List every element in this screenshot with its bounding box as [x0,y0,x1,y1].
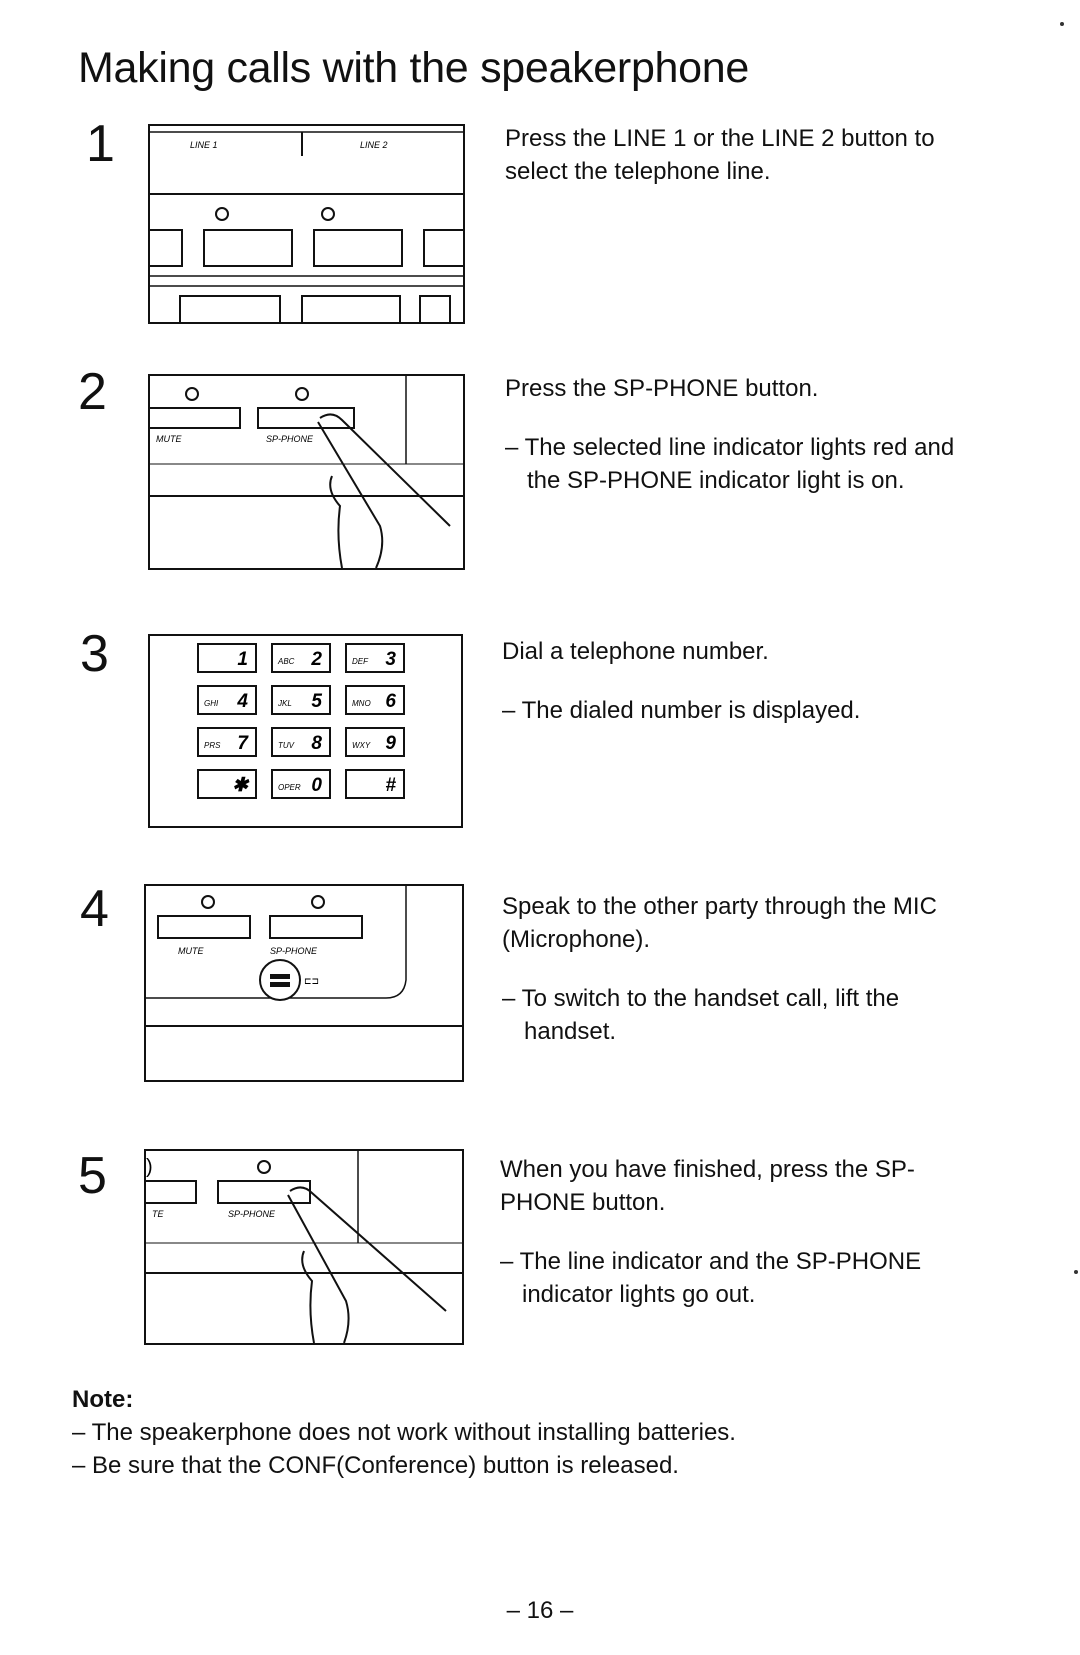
step-5-text: When you have finished, press the SP-PHO… [500,1153,990,1311]
step-2-illustration: MUTE SP-PHONE [148,374,465,570]
line-2-button [313,229,403,267]
mute-button-label: MUTE [156,434,182,444]
keypad-key-digit: 4 [236,691,248,712]
keypad-key-1: 1 [197,643,257,673]
keypad-key-5: JKL 5 [271,685,331,715]
line-1-tab-label: LINE 1 [190,140,218,150]
step-3-instruction: Dial a telephone number. [502,638,769,665]
step-2-note: – The selected line indicator lights red… [505,434,955,494]
step-3-text: Dial a telephone number. – The dialed nu… [502,635,972,727]
keypad-key-letters: WXY [352,741,371,750]
keypad-key-digit: 8 [311,733,322,754]
keypad-key-letters: GHI [204,699,219,708]
sp-phone-indicator [311,895,325,909]
step-4-number: 4 [80,880,109,938]
mute-indicator [185,387,199,401]
keypad-key-10: ✱ [197,769,257,799]
keypad-key-9: WXY 9 [345,727,405,757]
svg-text:⊏⊐: ⊏⊐ [304,976,319,986]
line-2-indicator [321,207,335,221]
keypad-key-letters: JKL [277,699,292,708]
scan-speck [1060,22,1064,26]
step-2-text: Press the SP-PHONE button. – The selecte… [505,372,975,497]
keypad-key-digit: 1 [237,649,248,670]
mute-button [146,1180,197,1204]
note-heading: Note: [72,1386,134,1413]
sp-phone-indicator [295,387,309,401]
keypad-key-11: OPER 0 [271,769,331,799]
keypad-key-3: DEF 3 [345,643,405,673]
step-5-number: 5 [78,1147,107,1205]
keypad-key-letters: TUV [278,741,295,750]
keypad-key-digit: 6 [385,691,396,712]
step-5-instruction: When you have finished, press the SP-PHO… [500,1156,915,1216]
step-5-illustration: ) TE SP-PHONE [144,1149,464,1345]
sp-phone-button [217,1180,311,1204]
keypad-key-4: GHI 4 [197,685,257,715]
mute-indicator [201,895,215,909]
step-4-note: – To switch to the handset call, lift th… [502,985,900,1045]
keypad-key-8: TUV 8 [271,727,331,757]
step-3-number: 3 [80,625,109,683]
step-4-text: Speak to the other party through the MIC… [502,890,982,1048]
mute-button [150,407,241,429]
keypad-key-12: # [345,769,405,799]
note-item: – The speakerphone does not work without… [72,1419,736,1446]
step-4-instruction: Speak to the other party through the MIC… [502,893,937,953]
microphone-highlight [259,959,301,1001]
page-title: Making calls with the speakerphone [78,44,750,92]
note-item: – Be sure that the CONF(Conference) butt… [72,1452,679,1479]
keypad-key-7: PRS 7 [197,727,257,757]
note-section: Note: – The speakerphone does not work w… [72,1383,736,1482]
keypad-key-digit: 3 [385,649,396,670]
step-4-illustration: MUTE SP-PHONE ⊏⊐ [144,884,464,1082]
keypad-key-letters: DEF [352,657,369,666]
mute-button-label: TE [152,1209,164,1219]
keypad-key-letters: PRS [204,741,221,750]
mute-button-label: MUTE [178,946,204,956]
sp-phone-button [269,915,363,939]
keypad-key-digit: ✱ [232,775,250,796]
keypad-key-letters: MNO [352,699,371,708]
step-2-instruction: Press the SP-PHONE button. [505,375,819,402]
line-1-button [203,229,293,267]
sp-phone-indicator [257,1160,271,1174]
step-3-note: – The dialed number is displayed. [502,697,861,724]
keypad-key-digit: 0 [311,775,322,796]
microphone-icon [270,974,290,979]
keypad-key-digit: 7 [237,733,249,754]
step-2-number: 2 [78,363,107,421]
line-1-indicator [215,207,229,221]
step-5-note: – The line indicator and the SP-PHONE in… [500,1248,922,1308]
sp-phone-button-label: SP-PHONE [228,1209,276,1219]
keypad-key-letters: ABC [277,657,295,666]
svg-text:): ) [146,1156,153,1178]
step-1-number: 1 [86,115,115,173]
keypad-key-2: ABC 2 [271,643,331,673]
keypad-key-digit: 2 [310,649,322,670]
step-1-text: Press the LINE 1 or the LINE 2 button to… [505,122,975,188]
keypad-key-digit: 9 [385,733,396,754]
line-2-tab-label: LINE 2 [360,140,388,150]
mute-button [157,915,251,939]
keypad-key-6: MNO 6 [345,685,405,715]
sp-phone-button-label: SP-PHONE [270,946,318,956]
keypad-key-letters: OPER [278,783,301,792]
sp-phone-button-label: SP-PHONE [266,434,314,444]
scan-speck [1074,1270,1078,1274]
page-number: – 16 – [506,1597,574,1624]
keypad-key-digit: # [385,775,396,796]
sp-phone-button [257,407,355,429]
step-1-instruction: Press the LINE 1 or the LINE 2 button to… [505,125,935,185]
keypad-key-digit: 5 [311,691,322,712]
step-1-illustration: LINE 1 LINE 2 [148,124,465,324]
